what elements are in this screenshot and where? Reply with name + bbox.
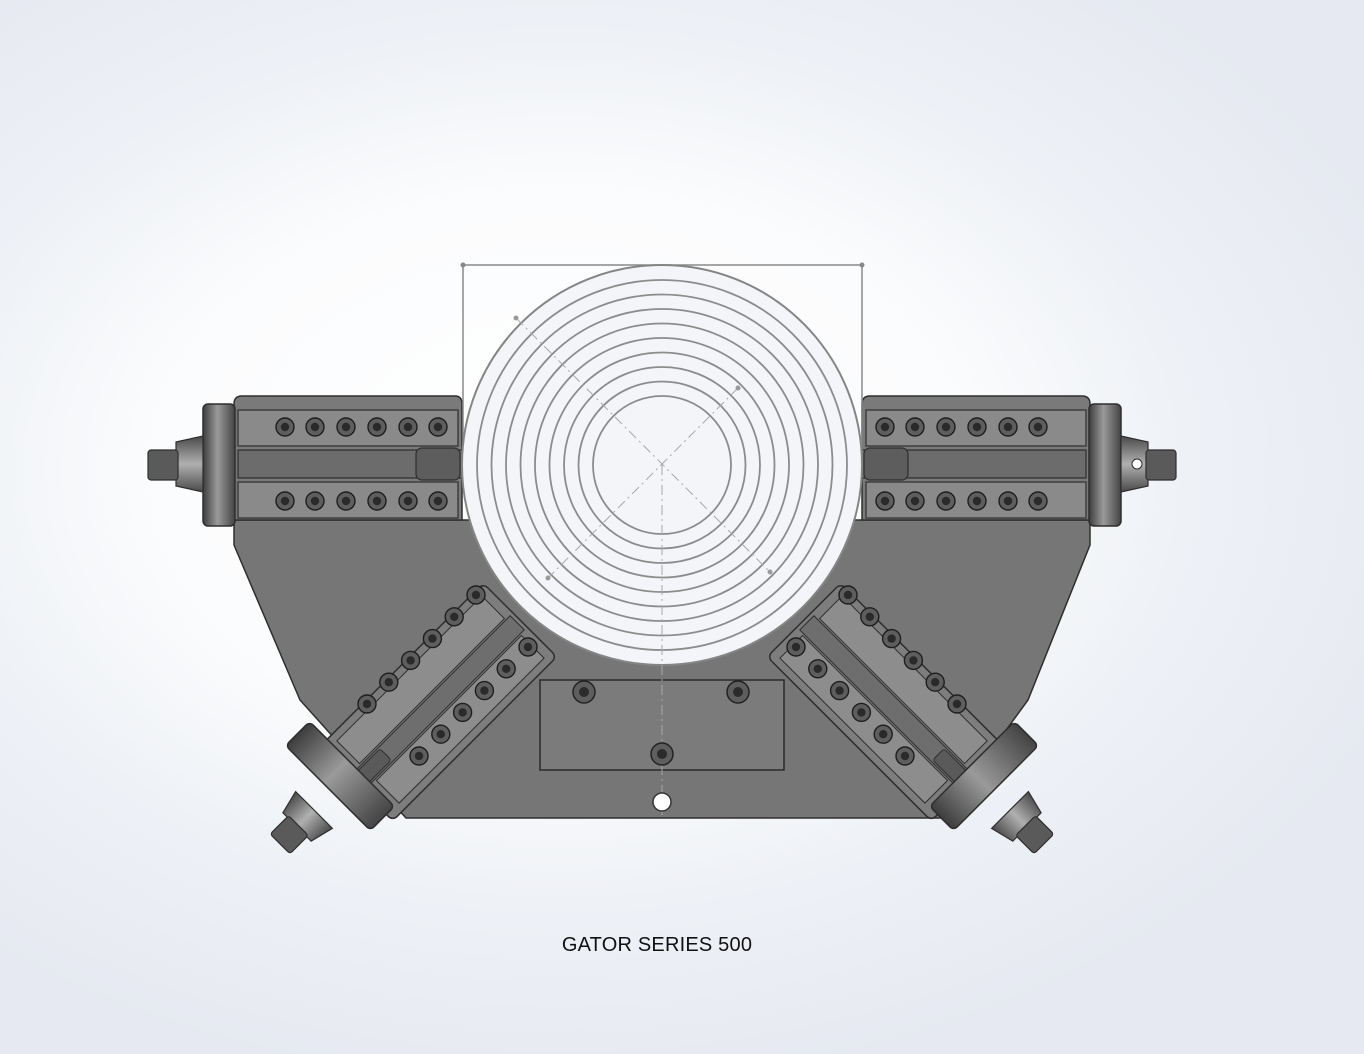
bolt-icon (398, 491, 418, 511)
bolt-icon (947, 694, 967, 714)
bolt-icon (466, 585, 486, 605)
right-collar (1088, 403, 1122, 527)
bolt-icon (367, 417, 387, 437)
bolt-icon (829, 680, 850, 701)
bolt-icon (428, 491, 448, 511)
locator-hole (652, 792, 672, 812)
left-collar (202, 403, 236, 527)
bolt-icon (305, 491, 325, 511)
bolt-icon (967, 491, 987, 511)
bolt-icon (936, 417, 956, 437)
bolt-icon (998, 417, 1018, 437)
bolt-icon (496, 659, 516, 679)
bolt-icon (875, 417, 895, 437)
bolt-icon (305, 417, 325, 437)
bolt-icon (400, 650, 421, 671)
lower-left-adjust-knob (270, 790, 334, 854)
bolt-icon (1028, 491, 1048, 511)
bolt-group (275, 417, 1048, 766)
bolt-icon (398, 417, 418, 437)
bolt-icon (444, 607, 464, 627)
lower-right-adjust-knob (990, 790, 1054, 854)
pocket-bolt-right (726, 680, 750, 704)
right-adjust-knob (1120, 435, 1177, 493)
bolt-icon (808, 659, 828, 679)
bolt-icon (422, 628, 443, 649)
bolt-icon (431, 724, 451, 744)
bolt-icon (851, 702, 872, 723)
bolt-icon (905, 417, 925, 437)
left-adjust-knob (147, 435, 204, 493)
bolt-icon (1028, 417, 1048, 437)
bolt-icon (409, 746, 429, 766)
bolt-icon (905, 491, 925, 511)
bolt-icon (967, 417, 987, 437)
bolt-icon (925, 672, 945, 692)
pocket-bolt-left (572, 680, 596, 704)
bolt-icon (895, 746, 915, 766)
ring (490, 293, 834, 637)
bolt-icon (428, 417, 448, 437)
bolt-icon (881, 628, 902, 649)
ring (548, 351, 776, 579)
bolt-icon (367, 491, 387, 511)
bolt-icon (336, 491, 356, 511)
right-clamp-rails (861, 409, 1087, 519)
bolt-icon (860, 607, 880, 627)
drawing-caption: GATOR SERIES 500 (561, 934, 753, 956)
bolt-icon (998, 491, 1018, 511)
lower-left-collar (286, 722, 394, 830)
bolt-icon (903, 650, 924, 671)
ring (563, 366, 761, 564)
bolt-icon (336, 417, 356, 437)
bolt-icon (357, 694, 377, 714)
bolt-icon (838, 585, 858, 605)
bolt-icon (275, 417, 295, 437)
bolt-icon (873, 724, 893, 744)
bolt-icon (518, 637, 538, 657)
bolt-icon (275, 491, 295, 511)
lower-right-collar (930, 722, 1038, 830)
bolt-icon (474, 680, 495, 701)
pocket-bolt-center (650, 742, 674, 766)
bolt-icon (452, 702, 473, 723)
bolt-icon (936, 491, 956, 511)
bolt-icon (875, 491, 895, 511)
bolt-icon (786, 637, 806, 657)
bolt-icon (379, 672, 399, 692)
